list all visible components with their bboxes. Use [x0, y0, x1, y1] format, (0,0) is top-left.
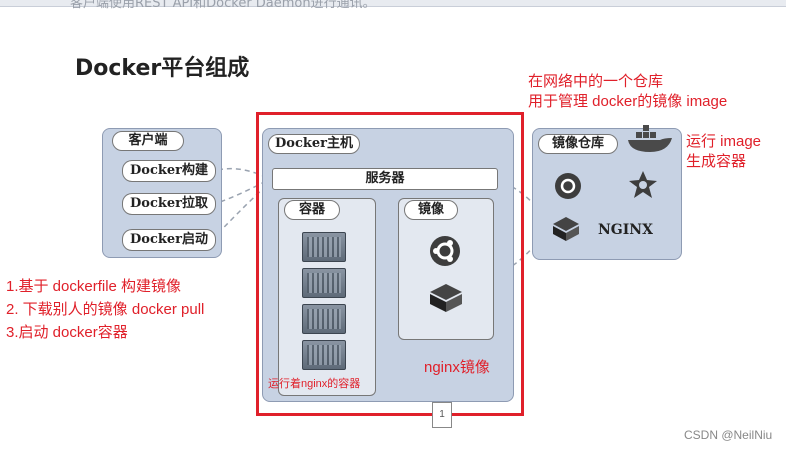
client-item-pull: Docker拉取 [122, 193, 216, 215]
nginx-registry-label: NGINX [598, 222, 653, 238]
nginx-image-note: nginx镜像 [424, 359, 490, 376]
registry-note-line-2: 用于管理 docker的镜像 image [528, 93, 728, 110]
run-note-line-1: 运行 image [686, 133, 762, 150]
page-marker: 1 [432, 402, 452, 428]
step-2: 2. 下载别人的镜像 docker pull [6, 301, 205, 318]
images-title: 镜像 [404, 200, 458, 220]
container-icon [302, 304, 346, 334]
step-1: 1.基于 dockerfile 构建镜像 [6, 278, 182, 295]
header-partial-text: 客户端使用REST API和Docker Daemon进行通讯。 [70, 0, 376, 11]
server-bar: 服务器 [272, 168, 498, 190]
ubuntu-logo-icon [555, 173, 581, 199]
page-title: Docker平台组成 [75, 56, 250, 81]
gear-logo-icon [629, 171, 657, 198]
container-icon [302, 340, 346, 370]
registry-note-line-1: 在网络中的一个仓库 [528, 73, 664, 90]
ubuntu-image-icon [430, 236, 460, 266]
step-3: 3.启动 docker容器 [6, 324, 128, 341]
registry-title: 镜像仓库 [538, 134, 618, 154]
nginx-logo-icon [553, 217, 579, 241]
client-title: 客户端 [112, 131, 184, 151]
run-note-line-2: 生成容器 [686, 153, 747, 170]
docker-whale-icon [628, 125, 672, 152]
images-panel [398, 198, 494, 340]
nginx-container-caption: 运行着nginx的容器 [268, 378, 361, 390]
top-border [0, 0, 786, 7]
container-icon [302, 268, 346, 298]
nginx-image-icon [430, 284, 462, 312]
client-item-run: Docker启动 [122, 229, 216, 251]
host-highlight-frame [256, 112, 524, 416]
container-icon [302, 232, 346, 262]
containers-title: 容器 [284, 200, 340, 220]
watermark: CSDN @NeilNiu [684, 428, 773, 442]
docker-host-title: Docker主机 [268, 134, 360, 154]
client-item-build: Docker构建 [122, 160, 216, 182]
